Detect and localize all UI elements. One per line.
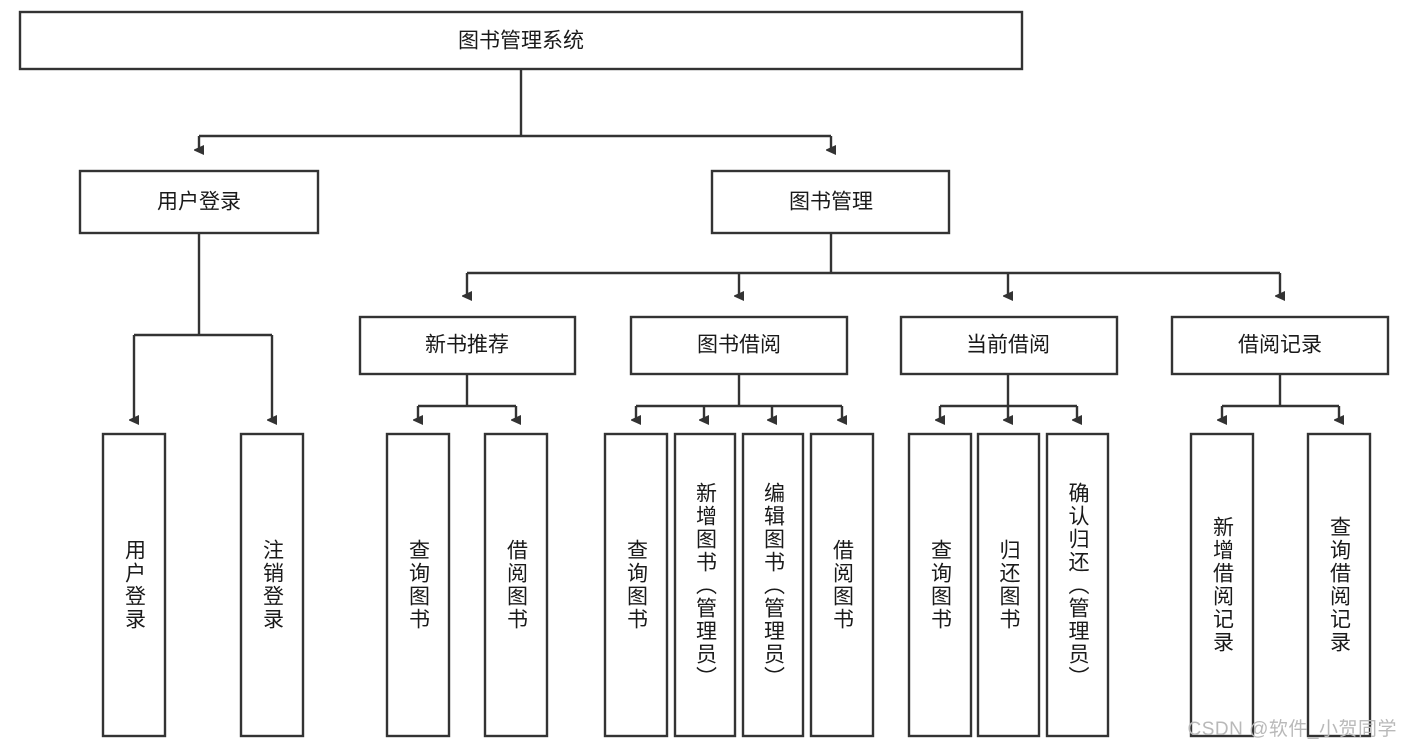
leaf-box-book-borrow-4[interactable] <box>809 432 875 738</box>
leaf-box-borrow-record-1[interactable] <box>1189 432 1255 738</box>
leaf-box-borrow-record-2[interactable] <box>1306 432 1372 738</box>
node-new-book-recommend[interactable]: 新书推荐 <box>358 315 577 376</box>
node-borrow-record-box[interactable] <box>1170 315 1390 376</box>
csdn-watermark: CSDN @软件_小贺同学 <box>1187 719 1397 740</box>
node-new-book-recommend-box[interactable] <box>358 315 577 376</box>
leaf-box-current-borrow-1[interactable] <box>907 432 973 738</box>
node-book-management[interactable]: 图书管理 <box>710 169 951 235</box>
leaf-box-book-borrow-3[interactable] <box>741 432 805 738</box>
connector-group <box>134 69 1339 420</box>
node-book-management-box[interactable] <box>710 169 951 235</box>
leaf-box-current-borrow-3[interactable] <box>1045 432 1110 738</box>
node-user-login[interactable]: 用户登录 <box>78 169 320 235</box>
leaf-box-book-borrow-2[interactable] <box>673 432 737 738</box>
node-book-management-label: 图书管理 <box>789 191 873 214</box>
node-current-borrow-box[interactable] <box>899 315 1119 376</box>
leaf-box-user-login-1[interactable] <box>101 432 167 738</box>
node-current-borrow[interactable]: 当前借阅 <box>899 315 1119 376</box>
node-current-borrow-label: 当前借阅 <box>966 334 1050 357</box>
node-book-borrow-box[interactable] <box>629 315 849 376</box>
node-root-box[interactable] <box>18 10 1024 71</box>
node-book-borrow[interactable]: 图书借阅 <box>629 315 849 376</box>
node-root-label: 图书管理系统 <box>458 30 584 53</box>
leaf-box-new-book-2[interactable] <box>483 432 549 738</box>
node-user-login-box[interactable] <box>78 169 320 235</box>
leaf-box-new-book-1[interactable] <box>385 432 451 738</box>
leaf-box-current-borrow-2[interactable] <box>976 432 1041 738</box>
node-borrow-record[interactable]: 借阅记录 <box>1170 315 1390 376</box>
node-borrow-record-label: 借阅记录 <box>1238 334 1322 357</box>
node-book-borrow-label: 图书借阅 <box>697 334 781 357</box>
leaf-box-user-login-2[interactable] <box>239 432 305 738</box>
leaf-box-book-borrow-1[interactable] <box>603 432 669 738</box>
node-new-book-recommend-label: 新书推荐 <box>425 334 509 357</box>
node-user-login-label: 用户登录 <box>157 191 241 214</box>
node-root[interactable]: 图书管理系统 <box>18 10 1024 71</box>
